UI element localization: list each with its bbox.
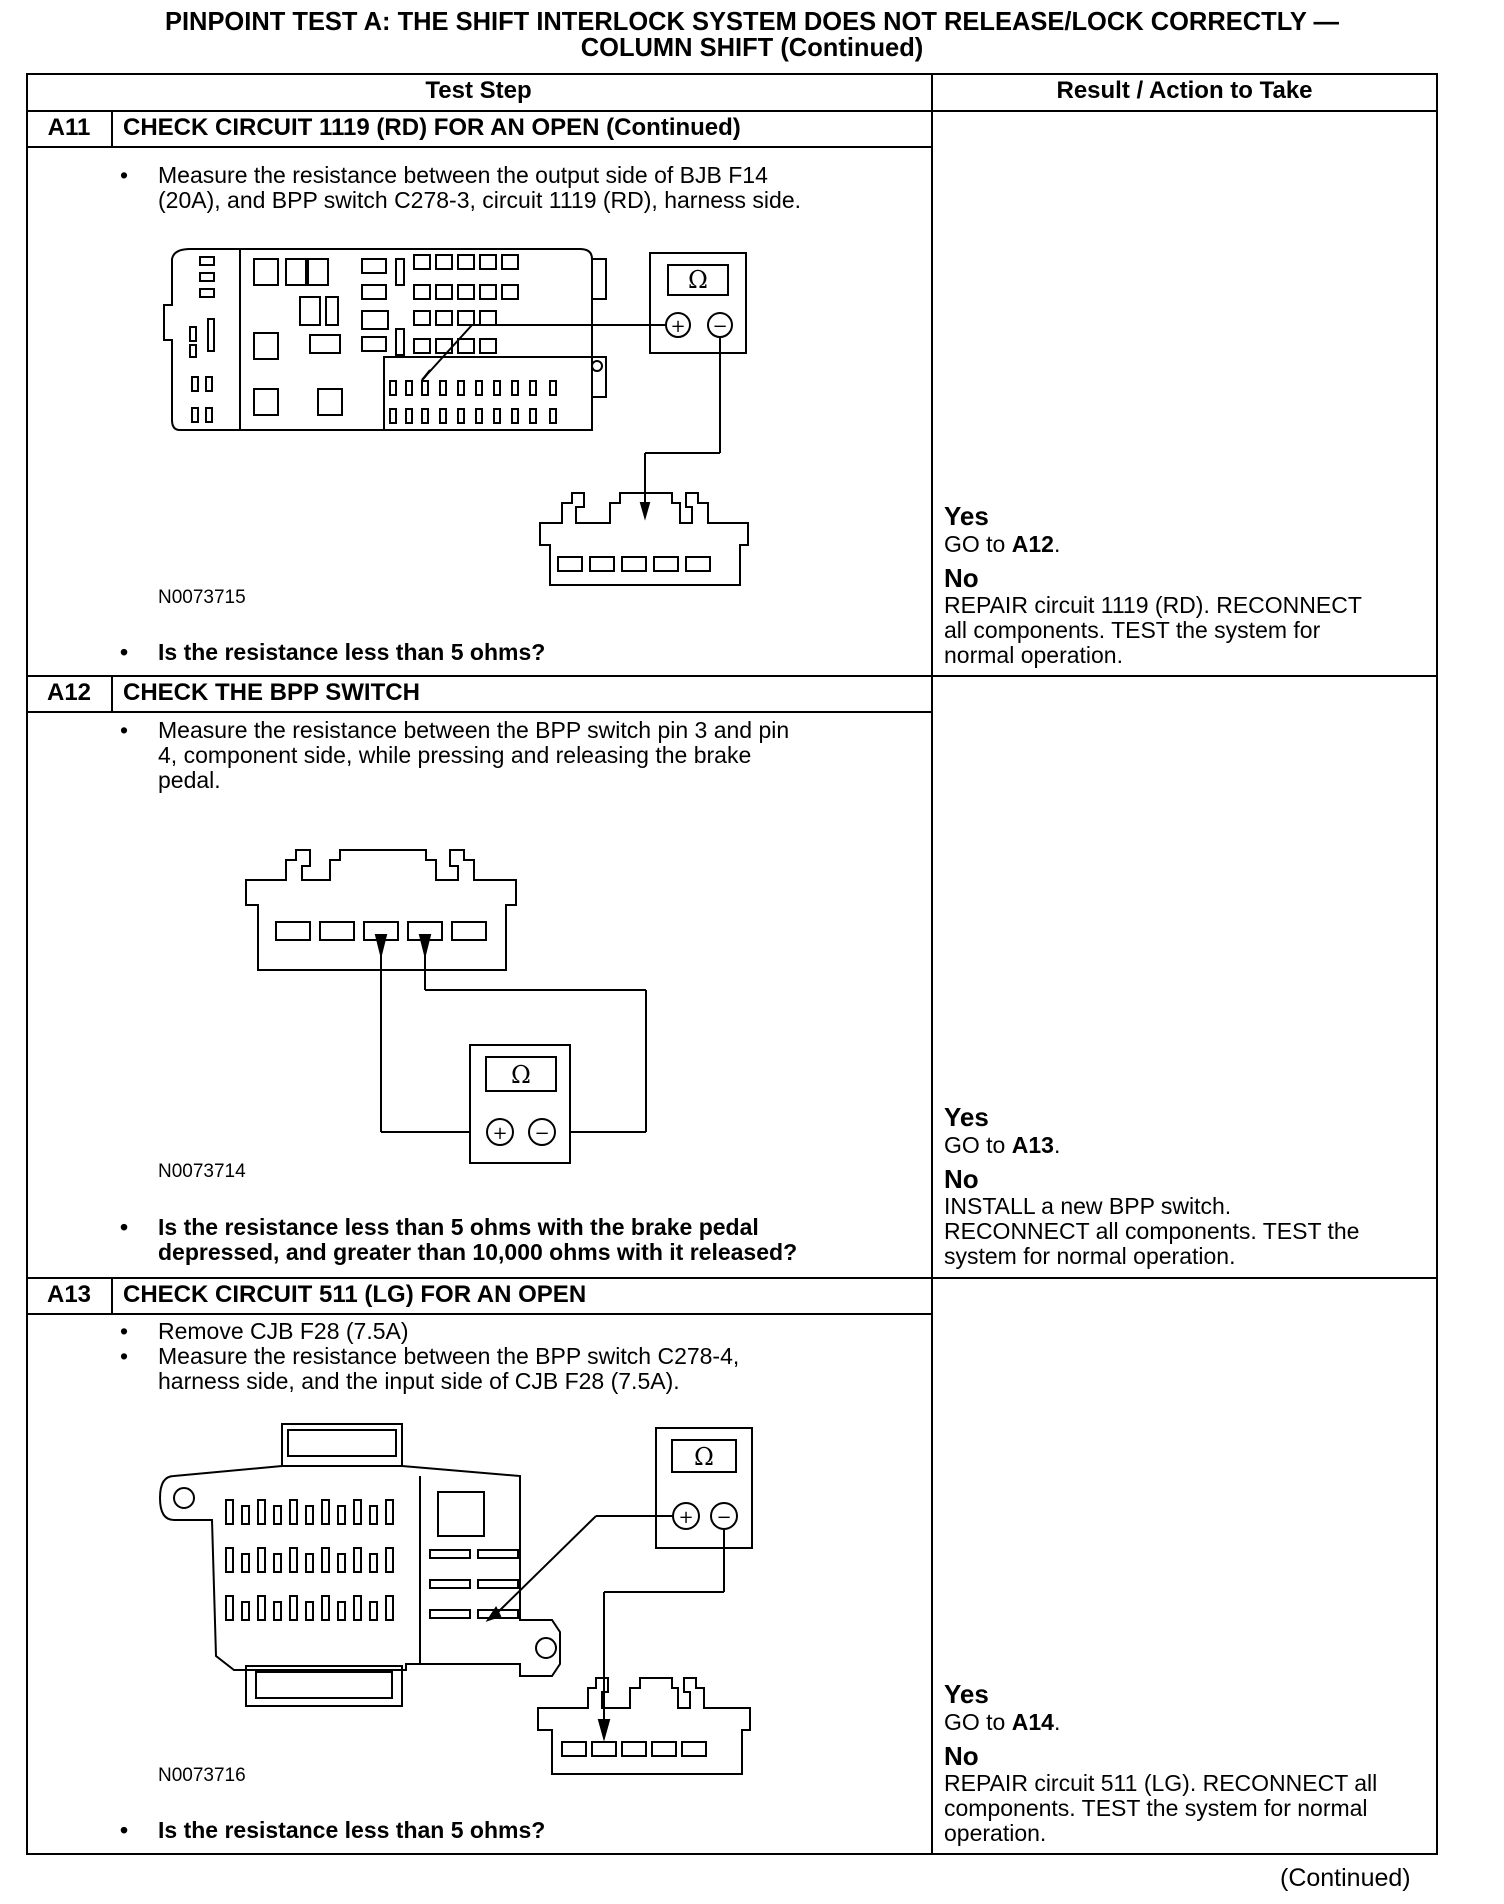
bullet-glyph: •: [120, 1343, 129, 1369]
heading-underline-a13: [26, 1313, 931, 1315]
no-label: No: [944, 563, 979, 593]
no-action-line-3: normal operation.: [944, 642, 1123, 668]
bullet-glyph: •: [120, 717, 129, 743]
bullet-glyph: •: [120, 1817, 129, 1843]
yes-action: GO to A14.: [944, 1709, 1061, 1735]
row-separator-a12: [26, 1277, 1438, 1279]
title-line-2: COLUMN SHIFT (Continued): [580, 32, 924, 62]
fuse-row: [413, 254, 519, 354]
cjb-test-diagram: Ω + −: [158, 1423, 753, 1775]
plus-terminal: +: [678, 1507, 693, 1528]
column-divider: [931, 73, 933, 1855]
step-heading: CHECK CIRCUIT 1119 (RD) FOR AN OPEN (Con…: [123, 114, 741, 141]
figure-code: N0073714: [158, 1161, 246, 1182]
bullet-glyph: •: [120, 1318, 129, 1344]
yes-target-link[interactable]: A14: [1011, 1709, 1054, 1735]
yes-action-text: GO to: [944, 531, 1012, 557]
bullet-glyph: •: [120, 1214, 129, 1240]
relay-pin-row: [389, 380, 557, 424]
yes-action: GO to A13.: [944, 1132, 1061, 1158]
plus-terminal: +: [492, 1123, 507, 1144]
step-heading: CHECK THE BPP SWITCH: [123, 679, 420, 706]
instruction-text-cont: (20A), and BPP switch C278-3, circuit 11…: [158, 187, 802, 213]
table-right-border: [1436, 73, 1438, 1855]
test-leads: [485, 1515, 725, 1742]
plus-terminal: +: [670, 316, 685, 337]
minus-terminal: −: [712, 316, 727, 337]
title-line-1: PINPOINT TEST A: THE SHIFT INTERLOCK SYS…: [164, 6, 1340, 36]
heading-underline-a11: [26, 146, 931, 148]
table-bottom-border: [26, 1853, 1438, 1855]
table-top-border: [26, 73, 1438, 75]
instruction-text: Remove CJB F28 (7.5A): [158, 1318, 409, 1344]
no-action-line-2: components. TEST the system for normal: [944, 1795, 1368, 1821]
ohmmeter: Ω + −: [655, 1427, 753, 1549]
instruction-text-cont: pedal.: [158, 767, 221, 793]
battery-junction-box-illustration: [163, 248, 607, 431]
yes-target-link[interactable]: A13: [1011, 1132, 1054, 1158]
ohm-symbol: Ω: [694, 1443, 714, 1471]
minus-terminal: −: [716, 1507, 731, 1528]
yes-action-text: GO to: [944, 1709, 1012, 1735]
instruction-text: Measure the resistance between the outpu…: [158, 162, 768, 188]
id-divider-a11: [111, 110, 113, 147]
minus-terminal: −: [534, 1123, 549, 1144]
question-text-cont: depressed, and greater than 10,000 ohms …: [158, 1239, 798, 1265]
test-leads: [374, 934, 647, 1133]
page-title: PINPOINT TEST A: THE SHIFT INTERLOCK SYS…: [15, 8, 1489, 60]
yes-label: Yes: [944, 1102, 989, 1132]
id-divider-a12: [111, 675, 113, 712]
ohmmeter: Ω + −: [649, 252, 747, 354]
step-heading: CHECK CIRCUIT 511 (LG) FOR AN OPEN: [123, 1281, 587, 1308]
instruction-text: Measure the resistance between the BPP s…: [158, 1343, 740, 1369]
fuse-grid: [225, 1499, 394, 1621]
yes-target-link[interactable]: A12: [1011, 531, 1054, 557]
bullet-glyph: •: [120, 639, 129, 665]
table-left-border: [26, 73, 28, 1855]
header-result: Result / Action to Take: [1056, 77, 1313, 104]
no-action-line-2: RECONNECT all components. TEST the: [944, 1218, 1360, 1244]
step-id: A12: [46, 679, 92, 706]
no-label: No: [944, 1164, 979, 1194]
header-test-step: Test Step: [425, 77, 532, 104]
heading-underline-a12: [26, 711, 931, 713]
test-leads: [421, 324, 721, 521]
bullet-glyph: •: [120, 162, 129, 188]
step-id: A11: [47, 114, 91, 141]
header-bottom-border: [26, 110, 1438, 112]
yes-label: Yes: [944, 501, 989, 531]
mini-fuse-slots: [429, 1549, 519, 1619]
id-divider-a13: [111, 1277, 113, 1314]
yes-action: GO to A12.: [944, 531, 1061, 557]
yes-action-text: GO to: [944, 1132, 1012, 1158]
ohmmeter: Ω + −: [469, 1044, 571, 1164]
question-text: Is the resistance less than 5 ohms?: [158, 639, 546, 665]
no-action-line-1: INSTALL a new BPP switch.: [944, 1193, 1232, 1219]
instruction-text-cont: 4, component side, while pressing and re…: [158, 742, 752, 768]
no-action-line-1: REPAIR circuit 1119 (RD). RECONNECT: [944, 592, 1362, 618]
step-id: A13: [46, 1281, 92, 1308]
bpp-connector: [539, 492, 749, 586]
instruction-text: Measure the resistance between the BPP s…: [158, 717, 790, 743]
bpp-connector: [537, 1677, 751, 1775]
bpp-switch-test-diagram: Ω + −: [245, 849, 647, 1164]
no-action-line-1: REPAIR circuit 511 (LG). RECONNECT all: [944, 1770, 1378, 1796]
figure-code: N0073716: [158, 1765, 246, 1786]
continued-footer: (Continued): [1280, 1864, 1411, 1892]
ohm-symbol: Ω: [511, 1061, 531, 1089]
no-action-line-3: system for normal operation.: [944, 1243, 1236, 1269]
instruction-text-cont: harness side, and the input side of CJB …: [158, 1368, 680, 1394]
no-action-line-3: operation.: [944, 1820, 1047, 1846]
question-text: Is the resistance less than 5 ohms with …: [158, 1214, 759, 1240]
central-junction-box-illustration: [158, 1423, 561, 1707]
no-action-line-2: all components. TEST the system for: [944, 617, 1321, 643]
yes-label: Yes: [944, 1679, 989, 1709]
bjb-test-diagram: Ω + −: [163, 248, 749, 586]
question-text: Is the resistance less than 5 ohms?: [158, 1817, 546, 1843]
ohm-symbol: Ω: [688, 266, 708, 294]
row-separator-a11: [26, 675, 1438, 677]
no-label: No: [944, 1741, 979, 1771]
figure-code: N0073715: [158, 587, 246, 608]
bpp-connector: [245, 849, 517, 971]
